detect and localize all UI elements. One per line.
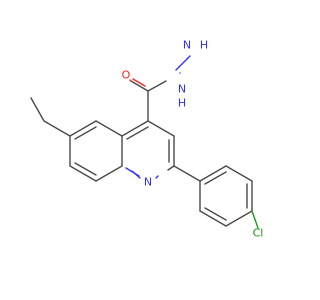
bond [121, 120, 149, 137]
atom-label-carbonyl-o: O [122, 69, 131, 82]
bond [175, 55, 191, 71]
bond [74, 162, 97, 176]
bond [129, 79, 132, 82]
bond [147, 120, 175, 137]
atom-label-nh-n: N [178, 83, 186, 96]
bond [69, 165, 97, 182]
bond [199, 210, 227, 227]
bond [130, 80, 149, 92]
atom-label-cl: Cl [253, 227, 264, 240]
bond [167, 165, 175, 171]
bond [251, 210, 259, 229]
atom-label-nh-h: H [178, 97, 186, 110]
bond [199, 165, 227, 182]
bond [125, 167, 140, 177]
bond [43, 120, 71, 137]
bond [204, 171, 227, 185]
structure-diagram: N H N H O N Cl [30, 39, 264, 240]
bond [74, 126, 97, 140]
bond [30, 97, 45, 122]
bond [173, 165, 201, 182]
bond [95, 165, 123, 182]
bond [225, 210, 253, 227]
bond [126, 126, 149, 140]
bond [204, 207, 227, 221]
atom-label-nh2-h2: H [200, 39, 208, 52]
bond [225, 165, 253, 182]
bond [69, 120, 97, 137]
bond [155, 175, 159, 179]
atom-label-nh2-n: N [183, 39, 191, 52]
bond [132, 78, 146, 87]
bond [95, 120, 123, 137]
atom-label-ring-n: N [144, 176, 152, 189]
bond [147, 80, 167, 92]
